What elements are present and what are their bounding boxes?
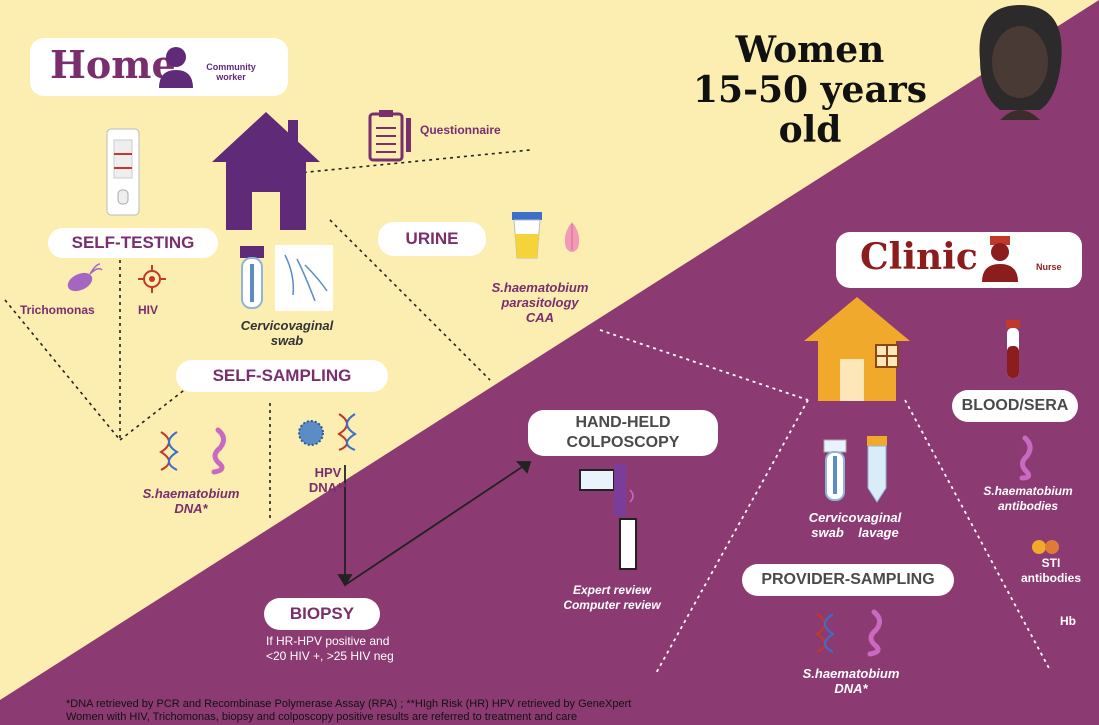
- self-sampling-header: SELF-SAMPLING: [176, 360, 388, 392]
- sh-antibodies: S.haematobium antibodies: [978, 484, 1078, 514]
- urine-header: URINE: [378, 222, 486, 256]
- hpv-virus-icon: [298, 420, 324, 446]
- sh-antibodies-line1: S.haematobium: [983, 484, 1073, 498]
- nurse-label: Nurse: [1036, 262, 1062, 272]
- hpv-line1: HPV: [314, 465, 342, 480]
- sh-dna-home-line1: S.haematobium: [142, 486, 240, 501]
- urine-results: S.haematobium parasitology CAA: [480, 280, 600, 325]
- review-line2: Computer review: [563, 598, 661, 612]
- sh-dna-clinic-line1: S.haematobium: [802, 666, 900, 681]
- biopsy-criteria: If HR-HPV positive and <20 HIV +, >25 HI…: [266, 634, 394, 664]
- urine-line2: parasitology: [501, 295, 579, 310]
- swab-tube-icon: [240, 246, 264, 309]
- sti-icon: [1032, 540, 1059, 554]
- clinic-samples: Cervicovaginal swab lavage: [800, 510, 910, 540]
- review-line1: Expert review: [572, 583, 652, 597]
- sh-antibodies-line2: antibodies: [997, 499, 1058, 513]
- nurse-icon: [982, 236, 1018, 282]
- hpv-label: HPV DNA**: [300, 465, 356, 495]
- sh-dna-home: S.haematobium DNA*: [136, 486, 246, 516]
- clinic-samples-line2: swab lavage: [811, 525, 899, 540]
- page-title: Women 15-50 years old: [660, 30, 960, 150]
- title-line1: Women: [735, 29, 885, 71]
- clinic-swab-icon: [823, 439, 847, 501]
- home-role-line2: worker: [216, 72, 246, 82]
- swab-icon: [275, 245, 333, 311]
- virus-icon: [138, 265, 166, 293]
- sti-line1: STI: [1041, 556, 1061, 570]
- footnote-line1: *DNA retrieved by PCR and Recombinase Po…: [66, 698, 632, 710]
- hpv-line2: DNA**: [308, 480, 348, 495]
- colposcopy-header: HAND-HELD COLPOSCOPY: [528, 410, 718, 456]
- footnotes: *DNA retrieved by PCR and Recombinase Po…: [66, 698, 631, 724]
- questionnaire-icon: [368, 110, 411, 162]
- clinic-worm-icon: [867, 609, 882, 657]
- lavage-tube-icon: [867, 436, 887, 503]
- test-cassette-icon: [106, 128, 140, 216]
- home-header: [30, 38, 288, 96]
- cervicovaginal-home-line2: swab: [270, 333, 304, 348]
- colposcopy-line2: COLPOSCOPY: [566, 434, 680, 451]
- footnote-line2: Women with HIV, Trichomonas, biopsy and …: [66, 711, 578, 723]
- hb-label: Hb: [1060, 614, 1076, 628]
- home-role: Community worker: [206, 62, 256, 82]
- colposcope-icon: [579, 464, 637, 570]
- dna-icon: [159, 431, 179, 471]
- biopsy-header: BIOPSY: [264, 598, 380, 630]
- sti-line2: antibodies: [1020, 571, 1081, 585]
- trichomonas-label: Trichomonas: [20, 303, 95, 317]
- cervicovaginal-home: Cervicovaginal swab: [232, 318, 342, 348]
- person-icon: [159, 47, 193, 88]
- worm-icon: [211, 427, 226, 475]
- clinic-title: Clinic: [860, 236, 978, 278]
- woman-icon: [979, 5, 1062, 120]
- blood-worm-icon: [1019, 435, 1033, 481]
- urine-line1: S.haematobium: [491, 280, 589, 295]
- sh-dna-clinic: S.haematobium DNA*: [796, 666, 906, 696]
- clinic-dna-icon: [815, 613, 835, 653]
- clinic-samples-line1: Cervicovaginal: [808, 510, 902, 525]
- urine-line3: CAA: [525, 310, 555, 325]
- biopsy-line1: If HR-HPV positive and: [266, 634, 390, 648]
- clinic-header: [836, 232, 1082, 288]
- blood-tube-icon: [1006, 320, 1020, 378]
- cervicovaginal-home-line1: Cervicovaginal: [240, 318, 334, 333]
- hpv-dna-icon: [337, 413, 357, 451]
- biopsy-line2: <20 HIV +, >25 HIV neg: [266, 649, 394, 663]
- colposcopy-line1: HAND-HELD: [575, 414, 671, 431]
- colposcopy-review: Expert review Computer review: [552, 583, 672, 613]
- blood-sera-header: BLOOD/SERA: [952, 390, 1078, 422]
- sti-antibodies: STI antibodies: [1016, 556, 1086, 586]
- clinic-house-icon: [804, 297, 910, 401]
- sh-dna-home-line2: DNA*: [174, 501, 208, 516]
- home-role-line1: Community: [206, 62, 256, 72]
- trichomonas-icon: [67, 263, 103, 292]
- provider-sampling-header: PROVIDER-SAMPLING: [742, 564, 954, 596]
- hiv-label: HIV: [138, 303, 159, 317]
- title-line2: 15-50 years old: [692, 69, 928, 151]
- sh-dna-clinic-line2: DNA*: [834, 681, 868, 696]
- self-testing-header: SELF-TESTING: [48, 228, 218, 258]
- worm-egg-icon: [564, 222, 580, 252]
- house-icon: [212, 112, 320, 230]
- questionnaire-label: Questionnaire: [420, 123, 501, 137]
- home-title: Home: [50, 42, 176, 87]
- urine-cup-icon: [512, 212, 542, 259]
